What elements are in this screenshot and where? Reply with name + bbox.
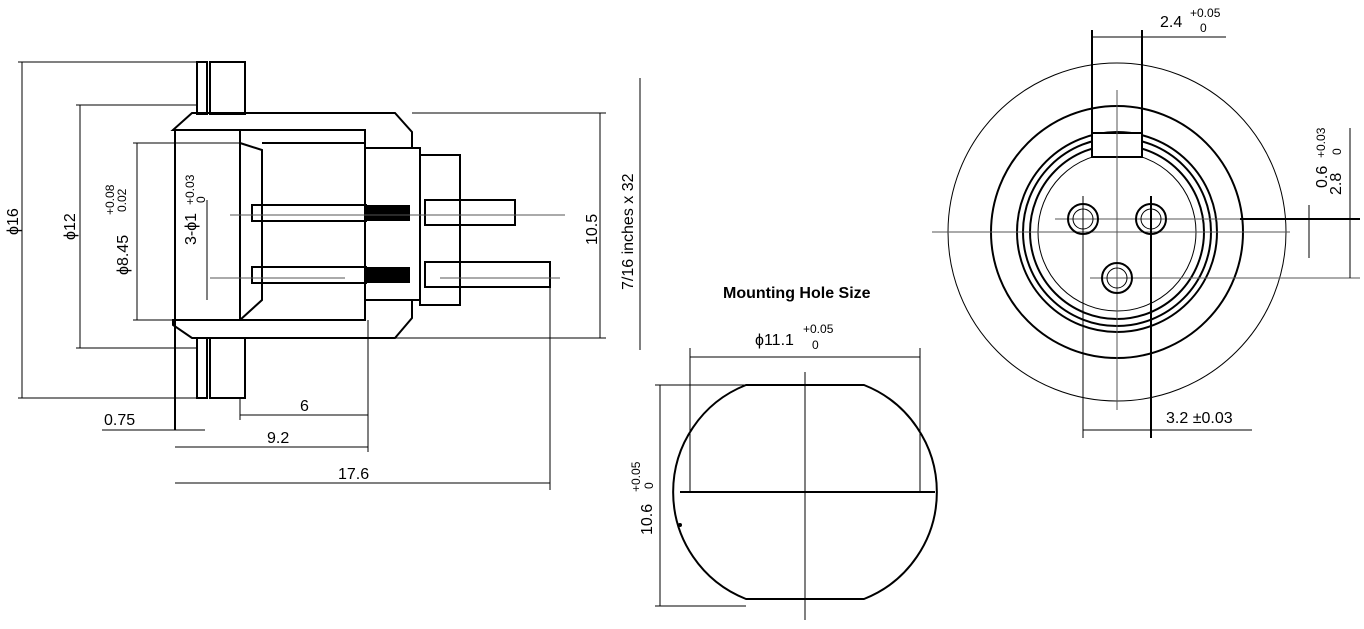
dim-l176: 17.6 [338,466,369,483]
dim-l6: 6 [300,398,309,415]
dim-thread: 7/16 inches x 32 [620,173,637,290]
dim-pins-tol-up: +0.03 [183,174,197,205]
body-wall-top [170,112,413,149]
dim-d845: ϕ8.45 [115,235,132,275]
hole-width-tol-low: 0 [812,338,819,352]
panel-bottom [209,337,246,399]
dim-d12: ϕ12 [62,213,79,240]
key-width-tol-low: 0 [1200,21,1207,35]
pitch-vertical-tol-low: 0 [1330,148,1344,155]
hole-width: ϕ11.1 [755,332,794,349]
mounting-hole-view: Mounting Hole Size ϕ11.1 +0.05 0 10.6 +0… [629,285,938,620]
contact-hole [1101,262,1133,294]
side-section-view [170,61,565,430]
mounting-hole-title: Mounting Hole Size [723,285,871,302]
offset: 0.6 [1314,166,1331,188]
key-width-tol-up: +0.05 [1190,6,1221,20]
pin-upper [251,204,367,222]
dim-d845-tol-up: +0.08 [103,184,117,215]
front-view: 2.4 +0.05 0 3.2 ±0.03 0.6 2.8 +0.03 0 [932,6,1360,438]
body-wall-bottom [172,299,413,339]
dim-pins: 3-ϕ1 [183,213,200,245]
pitch-horizontal: 3.2 ±0.03 [1166,410,1233,427]
mounting-hole-outline [672,384,938,600]
hole-height: 10.6 [639,504,656,535]
dim-h105: 10.5 [584,214,601,245]
pitch-vertical-tol-up: +0.03 [1314,127,1328,158]
side-dimensions: ϕ16 ϕ12 ϕ8.45 +0.08 0.02 3-ϕ1 +0.03 0 10… [5,61,641,490]
pin-lower [251,266,367,284]
dim-pins-tol-low: 0 [194,196,208,203]
hole-width-tol-up: +0.05 [803,322,834,336]
key-width: 2.4 [1160,14,1182,31]
dim-d845-tol-low: 0.02 [115,188,129,212]
panel-nut-top [196,61,208,115]
hole-height-tol-up: +0.05 [629,461,643,492]
hole-height-tol-low: 0 [642,482,656,489]
dim-l92: 9.2 [267,430,289,447]
dim-d16: ϕ16 [5,208,22,235]
dim-t075: 0.75 [104,412,135,429]
pitch-vertical: 2.8 [1328,173,1345,195]
panel-top [209,61,246,115]
rear-housing [419,154,461,306]
panel-nut-bottom [196,337,208,399]
